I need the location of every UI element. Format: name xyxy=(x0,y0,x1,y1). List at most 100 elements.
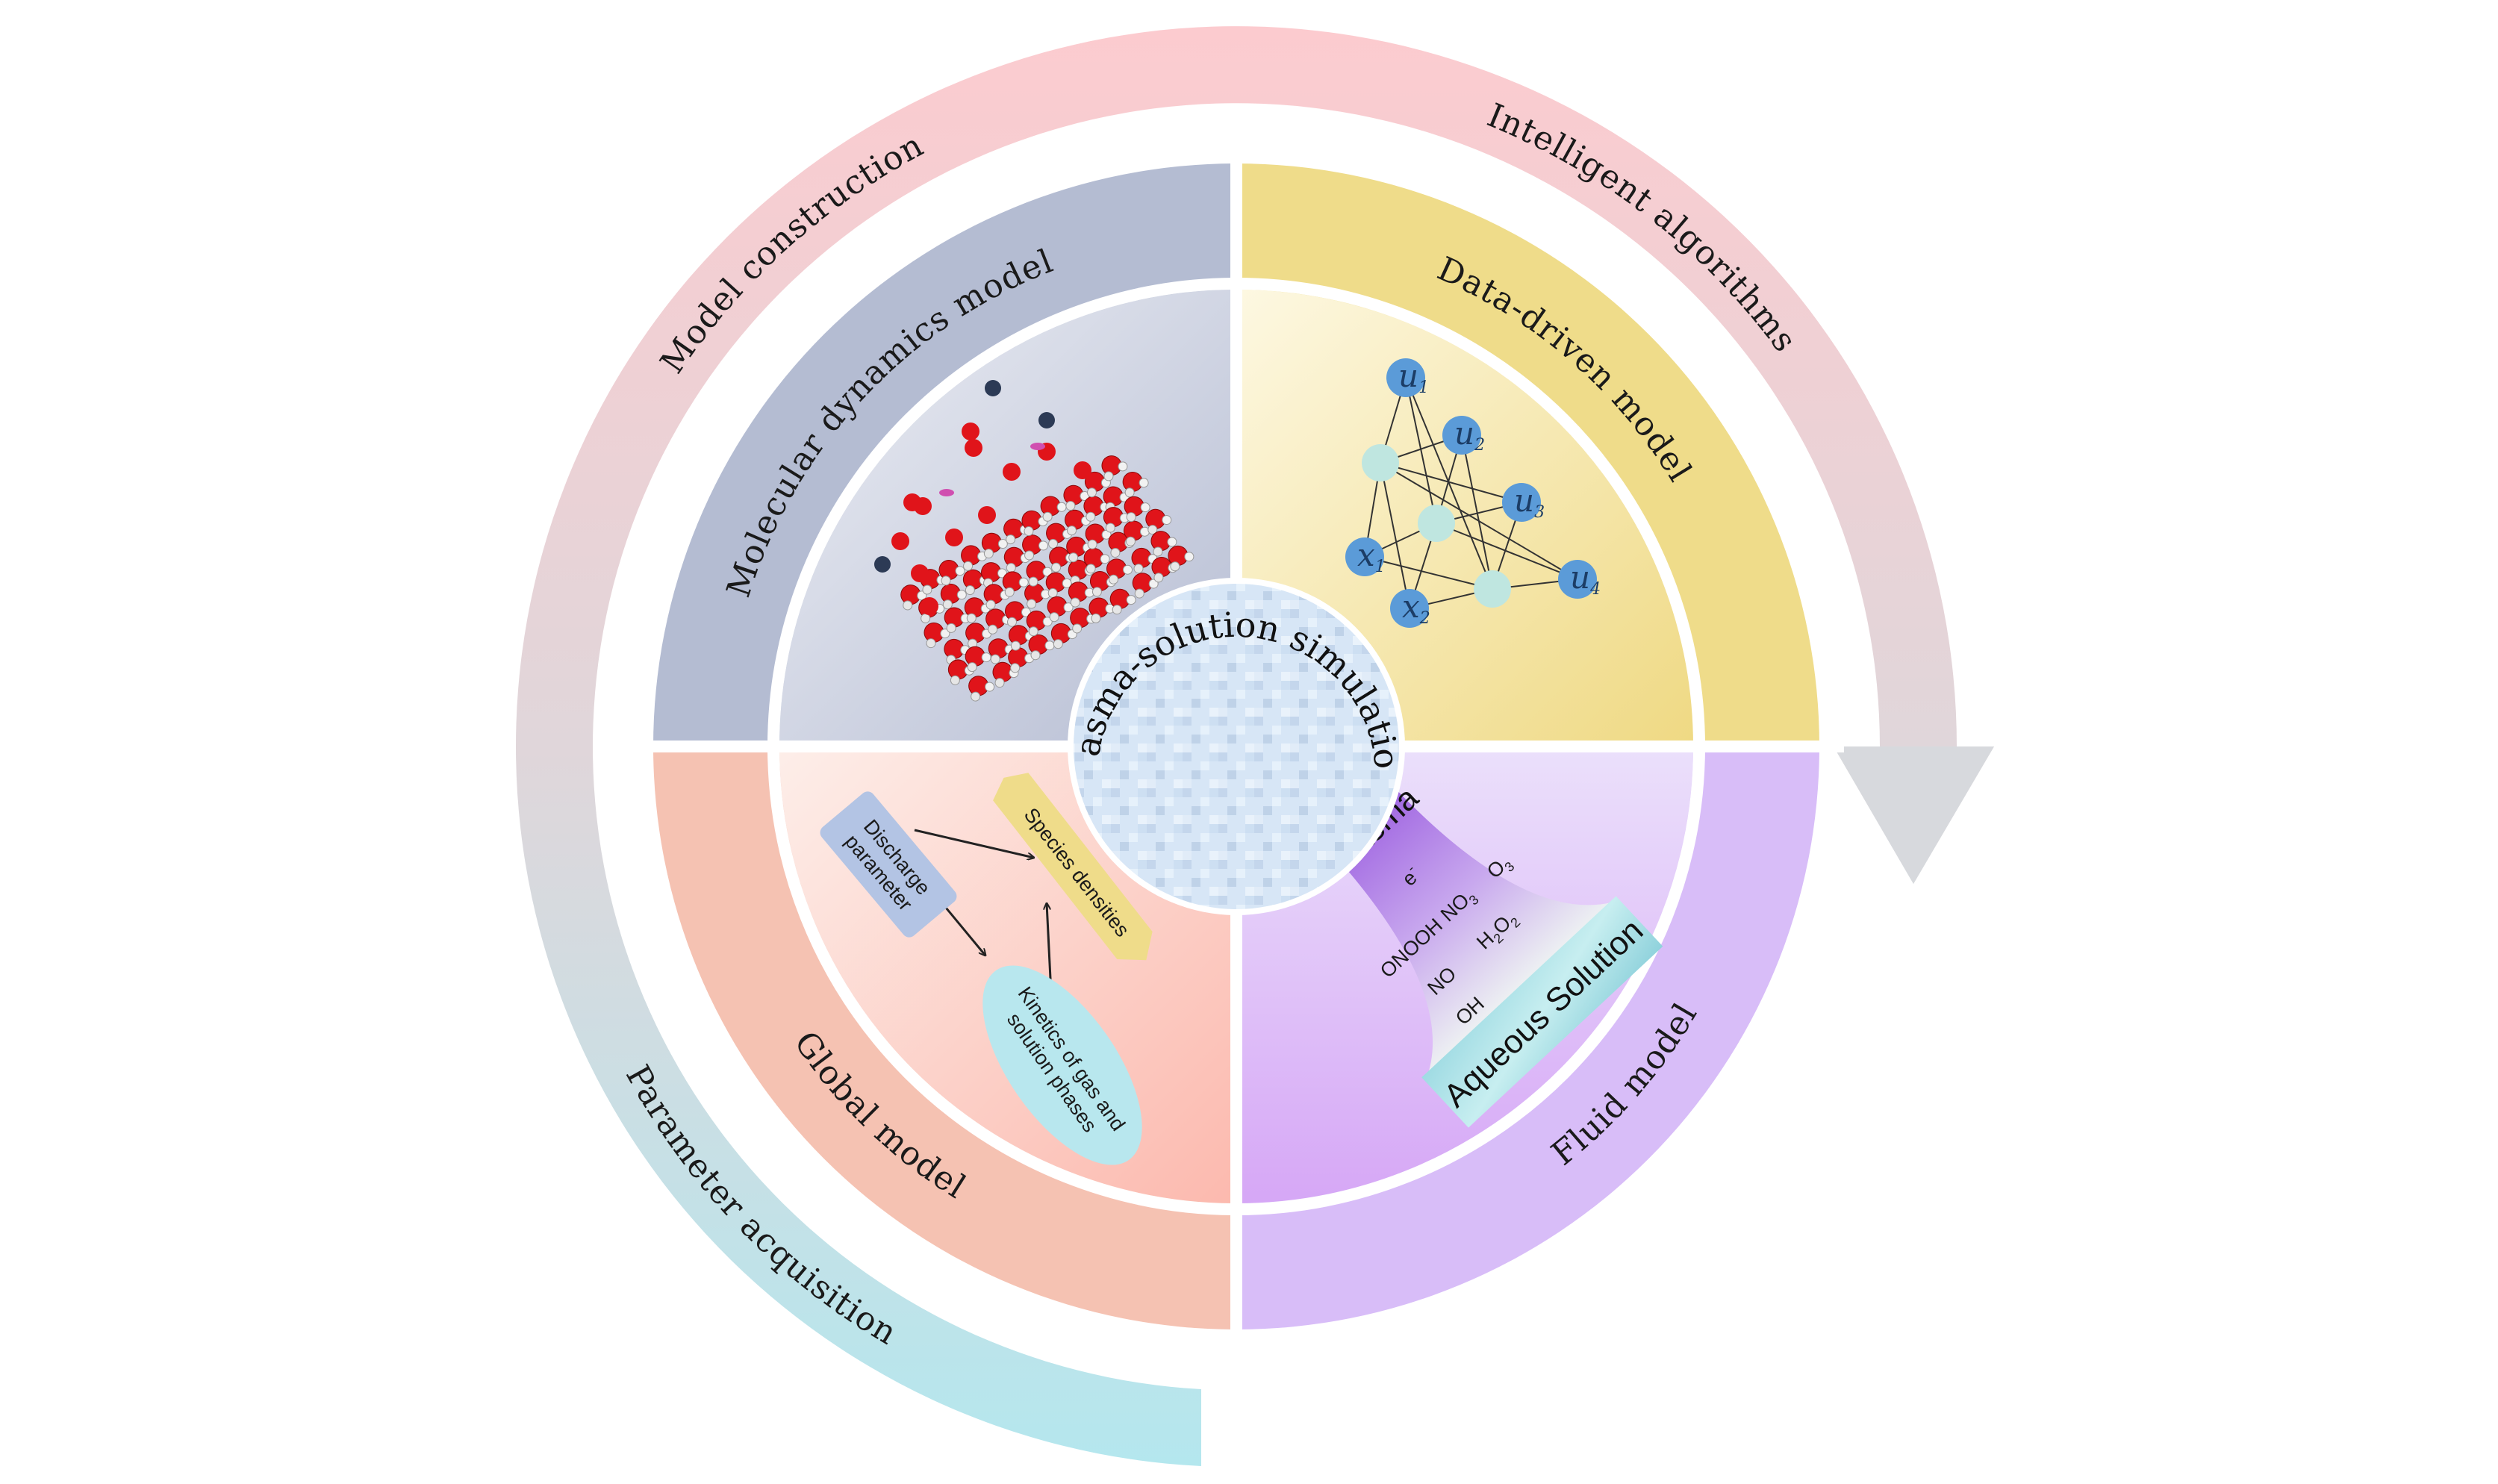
oxygen-atom xyxy=(1022,534,1043,555)
oxygen-atom xyxy=(1066,536,1087,557)
node-label-sub: 1 xyxy=(1418,378,1429,397)
oxygen-atom xyxy=(914,497,932,515)
oxygen-atom xyxy=(981,562,1002,583)
hydrogen-atom xyxy=(956,590,967,600)
node-label-base: u xyxy=(1570,559,1590,596)
ion-atom xyxy=(939,489,954,496)
hydrogen-atom xyxy=(1038,540,1049,551)
oxygen-atom xyxy=(1050,623,1071,643)
oxygen-atom xyxy=(981,532,1002,553)
hydrogen-atom xyxy=(922,584,932,595)
oxygen-atom xyxy=(947,659,968,680)
hydrogen-atom xyxy=(1028,576,1038,587)
nitrogen-atom xyxy=(985,380,1001,396)
oxygen-atom xyxy=(1065,509,1086,530)
node-label-base: x xyxy=(1357,537,1375,573)
network-node xyxy=(1345,537,1384,576)
nitrogen-atom xyxy=(874,556,891,573)
oxygen-atom xyxy=(1024,583,1045,604)
hydrogen-atom xyxy=(1112,605,1122,615)
node-label-base: u xyxy=(1514,482,1534,519)
oxygen-atom xyxy=(1008,625,1029,646)
oxygen-atom xyxy=(1150,531,1171,552)
oxygen-atom xyxy=(1122,471,1143,492)
oxygen-atom xyxy=(1074,461,1091,479)
oxygen-atom xyxy=(945,529,963,546)
oxygen-atom xyxy=(1168,545,1189,566)
arrow-head xyxy=(1834,746,1994,884)
center-circle xyxy=(1074,584,1399,909)
hydrogen-atom xyxy=(1103,471,1114,481)
hydrogen-atom xyxy=(1110,547,1121,558)
hydrogen-atom xyxy=(1030,650,1041,661)
node-label-sub: 2 xyxy=(1419,609,1430,628)
node-label-sub: 2 xyxy=(1474,436,1485,455)
node-label: x2 xyxy=(1402,588,1430,628)
hydrogen-atom xyxy=(1139,478,1149,488)
hydrogen-atom xyxy=(1134,588,1144,599)
oxygen-atom xyxy=(965,439,982,457)
oxygen-atom xyxy=(911,564,929,582)
hydrogen-atom xyxy=(983,549,994,559)
hydrogen-atom xyxy=(990,654,1000,664)
plasma-funnel xyxy=(1319,777,1618,1079)
oxygen-atom xyxy=(1101,455,1122,476)
water-slab xyxy=(900,455,1195,702)
oxygen-atom xyxy=(965,646,985,667)
oxygen-atom xyxy=(921,597,938,615)
hydrogen-atom xyxy=(1051,562,1062,573)
hydrogen-atom xyxy=(921,613,931,623)
oxygen-atom xyxy=(1063,484,1084,505)
hydrogen-atom xyxy=(988,624,998,635)
oxygen-atom xyxy=(1145,508,1166,529)
hydrogen-atom xyxy=(1170,561,1180,572)
oxygen-atom xyxy=(944,607,965,628)
hydrogen-atom xyxy=(1124,487,1135,498)
hydrogen-atom xyxy=(1153,546,1163,557)
arrow-discharge-to-species xyxy=(914,829,1034,858)
network-edge xyxy=(1364,556,1493,590)
hydrogen-atom xyxy=(1004,587,1015,597)
oxygen-atom xyxy=(900,584,921,605)
hydrogen-atom xyxy=(1167,537,1177,547)
hydrogen-atom xyxy=(1018,577,1029,587)
hydrogen-atom xyxy=(1153,573,1164,583)
hydrogen-atom xyxy=(1086,564,1096,574)
oxygen-atom xyxy=(1083,496,1104,517)
hydrogen-atom xyxy=(1091,587,1102,597)
hydrogen-atom xyxy=(1028,626,1038,637)
hydrogen-atom xyxy=(1042,511,1053,522)
network-edge xyxy=(1405,377,1437,524)
hydrogen-atom xyxy=(985,599,996,610)
oxygen-atom xyxy=(1088,597,1109,618)
node-label-base: u xyxy=(1454,415,1474,452)
hydrogen-atom xyxy=(1086,511,1096,522)
hydrogen-atom xyxy=(1006,617,1017,627)
oxygen-atom xyxy=(1085,523,1106,544)
hydrogen-atom xyxy=(1027,599,1037,609)
oxygen-atom xyxy=(1047,596,1068,617)
oxygen-atom xyxy=(1131,547,1152,568)
network-node xyxy=(1442,416,1481,455)
hydrogen-atom xyxy=(981,652,991,663)
node-label: u4 xyxy=(1570,559,1601,599)
node-label-base: u xyxy=(1398,358,1418,394)
hydrogen-atom xyxy=(1065,501,1076,511)
hydrogen-atom xyxy=(985,682,995,692)
hydrogen-atom xyxy=(963,561,974,571)
hydrogen-atom xyxy=(1126,512,1136,523)
oxygen-atom xyxy=(985,608,1006,629)
hydrogen-atom xyxy=(1133,564,1144,574)
hydrogen-atom xyxy=(994,678,1005,688)
oxygen-atom xyxy=(961,545,982,566)
oxygen-atom xyxy=(968,676,989,696)
oxygen-atom xyxy=(1021,510,1042,531)
hydrogen-atom xyxy=(903,600,913,611)
node-label: u1 xyxy=(1398,358,1429,397)
oxygen-atom xyxy=(1046,523,1067,543)
hidden-node xyxy=(1474,570,1511,608)
oxygen-atom xyxy=(1028,634,1049,655)
oxygen-atom xyxy=(1049,546,1070,567)
oxygen-atom xyxy=(1005,601,1026,622)
